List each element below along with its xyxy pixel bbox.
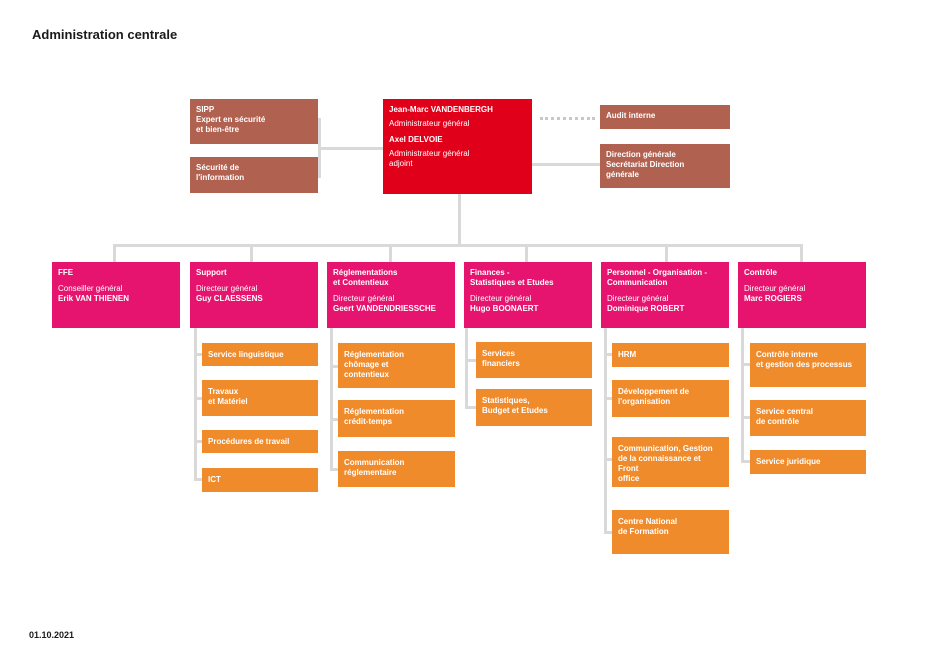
- dept-role: Directeur général: [196, 284, 258, 293]
- dept-controle[interactable]: Contrôle Directeur général Marc ROGIERS: [738, 262, 866, 328]
- service-box[interactable]: Procédures de travail: [202, 430, 318, 453]
- dept-person: Guy CLAESSENS: [196, 294, 263, 303]
- service-label: Réglementation crédit-temps: [344, 407, 405, 426]
- service-label: Statistiques, Budget et Etudes: [482, 396, 548, 415]
- service-label: HRM: [618, 350, 637, 359]
- service-label: Développement de l'organisation: [618, 387, 690, 406]
- sipp-box[interactable]: SIPP Expert en sécurité et bien-être: [190, 99, 318, 144]
- service-box[interactable]: Service juridique: [750, 450, 866, 474]
- dept-reglementations[interactable]: Réglementations et Contentieux Directeur…: [327, 262, 455, 328]
- audit-box[interactable]: Audit interne: [600, 105, 730, 129]
- head-box[interactable]: Jean-Marc VANDENBERGH Administrateur gén…: [383, 99, 532, 194]
- dept-role: Directeur général: [744, 284, 806, 293]
- dept-role: Directeur général: [607, 294, 669, 303]
- service-label: ICT: [208, 475, 221, 484]
- service-box[interactable]: Services financiers: [476, 342, 592, 378]
- head-name-1: Jean-Marc VANDENBERGH: [389, 105, 493, 114]
- audit-label: Audit interne: [606, 111, 656, 120]
- head-name-2: Axel DELVOIE: [389, 135, 443, 144]
- direction-box[interactable]: Direction générale Secrétariat Direction…: [600, 144, 730, 188]
- service-box[interactable]: Réglementation chômage et contentieux: [338, 343, 455, 388]
- head-role-1: Administrateur général: [389, 119, 470, 128]
- service-label: Travaux et Matériel: [208, 387, 248, 406]
- service-label: Service linguistique: [208, 350, 284, 359]
- service-label: Communication, Gestion de la connaissanc…: [618, 444, 713, 483]
- page-title: Administration centrale: [32, 27, 178, 42]
- dept-person: Geert VANDENDRIESSCHE: [333, 304, 436, 313]
- service-box[interactable]: Développement de l'organisation: [612, 380, 729, 417]
- service-label: Service juridique: [756, 457, 821, 466]
- dept-finances[interactable]: Finances - Statistiques et Etudes Direct…: [464, 262, 592, 328]
- service-label: Contrôle interne et gestion des processu…: [756, 350, 853, 369]
- service-label: Communication réglementaire: [344, 458, 405, 477]
- dept-person: Dominique ROBERT: [607, 304, 685, 313]
- service-label: Services financiers: [482, 349, 520, 368]
- dept-role: Conseiller général: [58, 284, 123, 293]
- service-box[interactable]: Contrôle interne et gestion des processu…: [750, 343, 866, 387]
- head-role-2: Administrateur général adjoint: [389, 149, 470, 168]
- sipp-label: SIPP Expert en sécurité et bien-être: [196, 105, 266, 134]
- dept-name: FFE: [58, 268, 74, 277]
- dept-support[interactable]: Support Directeur général Guy CLAESSENS: [190, 262, 318, 328]
- dept-person: Hugo BOONAERT: [470, 304, 539, 313]
- dept-person: Marc ROGIERS: [744, 294, 802, 303]
- dept-person: Erik VAN THIENEN: [58, 294, 129, 303]
- security-box[interactable]: Sécurité de l'information: [190, 157, 318, 193]
- dept-name: Support: [196, 268, 227, 277]
- dept-name: Personnel - Organisation - Communication: [607, 268, 708, 287]
- service-box[interactable]: HRM: [612, 343, 729, 367]
- direction-label: Direction générale Secrétariat Direction…: [606, 150, 685, 179]
- service-box[interactable]: Communication réglementaire: [338, 451, 455, 487]
- dept-role: Directeur général: [470, 294, 532, 303]
- dept-name: Finances - Statistiques et Etudes: [470, 268, 554, 287]
- service-box[interactable]: Service linguistique: [202, 343, 318, 366]
- service-box[interactable]: Communication, Gestion de la connaissanc…: [612, 437, 729, 487]
- service-box[interactable]: Statistiques, Budget et Etudes: [476, 389, 592, 426]
- service-box[interactable]: Réglementation crédit-temps: [338, 400, 455, 437]
- service-box[interactable]: Service central de contrôle: [750, 400, 866, 436]
- dept-personnel[interactable]: Personnel - Organisation - Communication…: [601, 262, 729, 328]
- service-label: Centre National de Formation: [618, 517, 678, 536]
- dept-ffe[interactable]: FFE Conseiller général Erik VAN THIENEN: [52, 262, 180, 328]
- security-label: Sécurité de l'information: [196, 163, 245, 182]
- service-box[interactable]: Travaux et Matériel: [202, 380, 318, 416]
- date-label: 01.10.2021: [29, 630, 75, 640]
- dept-name: Réglementations et Contentieux: [333, 268, 398, 287]
- service-label: Réglementation chômage et contentieux: [344, 350, 405, 379]
- service-label: Service central de contrôle: [756, 407, 813, 426]
- dept-role: Directeur général: [333, 294, 395, 303]
- service-label: Procédures de travail: [208, 437, 290, 446]
- dept-name: Contrôle: [744, 268, 777, 277]
- service-box[interactable]: Centre National de Formation: [612, 510, 729, 554]
- service-box[interactable]: ICT: [202, 468, 318, 492]
